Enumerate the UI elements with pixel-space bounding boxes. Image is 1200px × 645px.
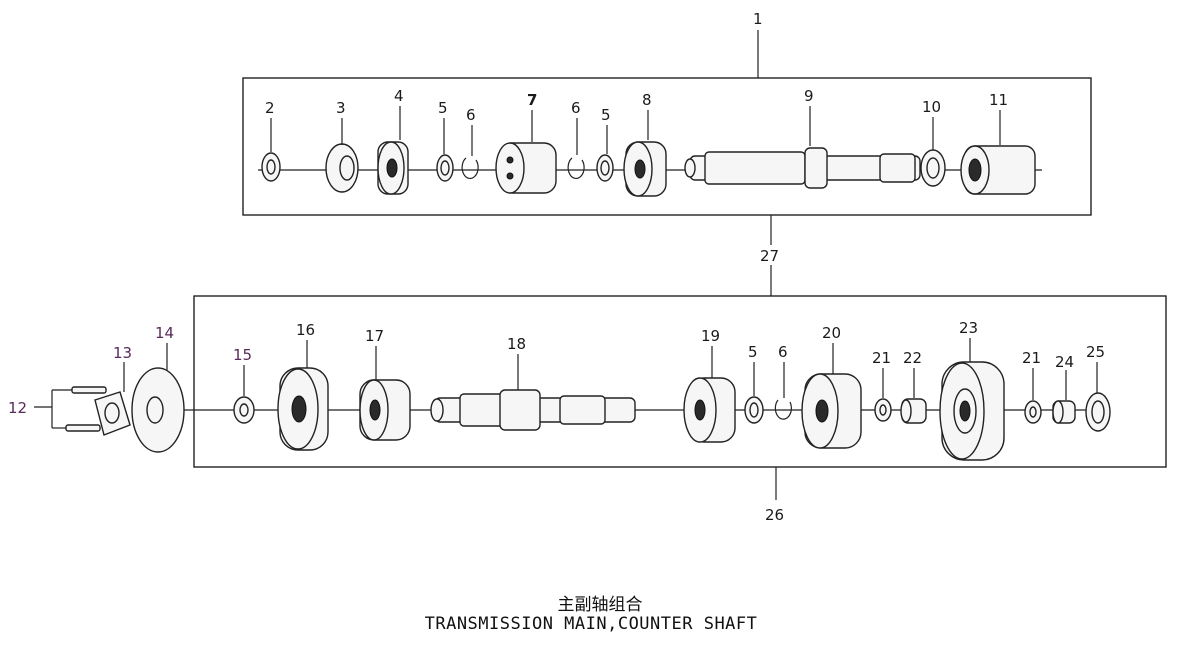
part-11-bore xyxy=(968,158,982,182)
callout-13: 13 xyxy=(113,344,132,362)
part-16-bore xyxy=(291,395,307,423)
callout-18: 18 xyxy=(507,335,526,353)
part-6c-circlip xyxy=(774,399,792,420)
part-10-hole xyxy=(926,157,940,179)
part-9-spline-a xyxy=(704,151,806,185)
callout-16: 16 xyxy=(296,321,315,339)
part-6-circlip xyxy=(461,157,479,179)
main-shaft-frame xyxy=(242,77,1092,216)
callout-21: 21 xyxy=(872,349,891,367)
part-19-bore xyxy=(694,399,706,421)
part-7-face xyxy=(495,142,525,194)
part-13-hole xyxy=(104,402,120,424)
callout-5b: 5 xyxy=(601,106,611,124)
part-23-bore xyxy=(959,400,971,422)
part-17-bore xyxy=(369,399,381,421)
part-5-hole xyxy=(440,160,450,176)
callout-2: 2 xyxy=(265,99,275,117)
callout-15: 15 xyxy=(233,346,252,364)
callout-8: 8 xyxy=(642,91,652,109)
callout-11: 11 xyxy=(989,91,1008,109)
part-24-face xyxy=(1052,400,1064,424)
part-6b-circlip xyxy=(567,157,585,179)
part-12-bolt-a xyxy=(71,386,107,394)
callout-24: 24 xyxy=(1055,353,1074,371)
counter-shaft-frame xyxy=(193,295,1167,468)
callout-5c: 5 xyxy=(748,343,758,361)
part-18-collar xyxy=(499,389,541,431)
part-8-bore xyxy=(634,159,646,179)
callout-17: 17 xyxy=(365,327,384,345)
part-22-face xyxy=(900,399,912,423)
part-7-hole-b xyxy=(506,172,514,180)
part-15-hole xyxy=(239,403,249,417)
callout-22: 22 xyxy=(903,349,922,367)
diagram-title-chinese: 主副轴组合 xyxy=(557,595,643,615)
part-5b-hole xyxy=(600,160,610,176)
part-18-spline-b xyxy=(559,395,606,425)
callout-6c: 6 xyxy=(778,343,788,361)
callout-1: 1 xyxy=(753,10,763,28)
callout-12: 12 xyxy=(8,399,27,417)
callout-5: 5 xyxy=(438,99,448,117)
part-12-bolt-b xyxy=(65,424,101,432)
callout-25: 25 xyxy=(1086,343,1105,361)
callout-21b: 21 xyxy=(1022,349,1041,367)
callout-6: 6 xyxy=(466,106,476,124)
callout-7: 7 xyxy=(527,91,537,109)
diagram-title-english: TRANSMISSION MAIN,COUNTER SHAFT xyxy=(424,614,758,634)
part-3-hub xyxy=(339,155,355,181)
callout-9: 9 xyxy=(804,87,814,105)
part-20-bore xyxy=(815,399,829,423)
part-14-hub xyxy=(146,396,164,424)
part-18-end xyxy=(430,398,444,422)
part-21-hole xyxy=(879,404,887,416)
callout-4: 4 xyxy=(394,87,404,105)
callout-19: 19 xyxy=(701,327,720,345)
callout-26: 26 xyxy=(765,506,784,524)
part-9-collar xyxy=(804,147,828,189)
part-5c-hole xyxy=(749,402,759,418)
part-9-end xyxy=(684,158,696,178)
part-9-spline-b xyxy=(879,153,916,183)
callout-14: 14 xyxy=(155,324,174,342)
part-21b-hole xyxy=(1029,406,1037,418)
part-2-hole xyxy=(266,159,276,175)
callout-20: 20 xyxy=(822,324,841,342)
part-25-hole xyxy=(1091,400,1105,424)
callout-6b: 6 xyxy=(571,99,581,117)
callout-27: 27 xyxy=(760,247,779,265)
part-4-bore xyxy=(386,158,398,178)
callout-3: 3 xyxy=(336,99,346,117)
part-7-hole-a xyxy=(506,156,514,164)
callout-23: 23 xyxy=(959,319,978,337)
callout-10: 10 xyxy=(922,98,941,116)
